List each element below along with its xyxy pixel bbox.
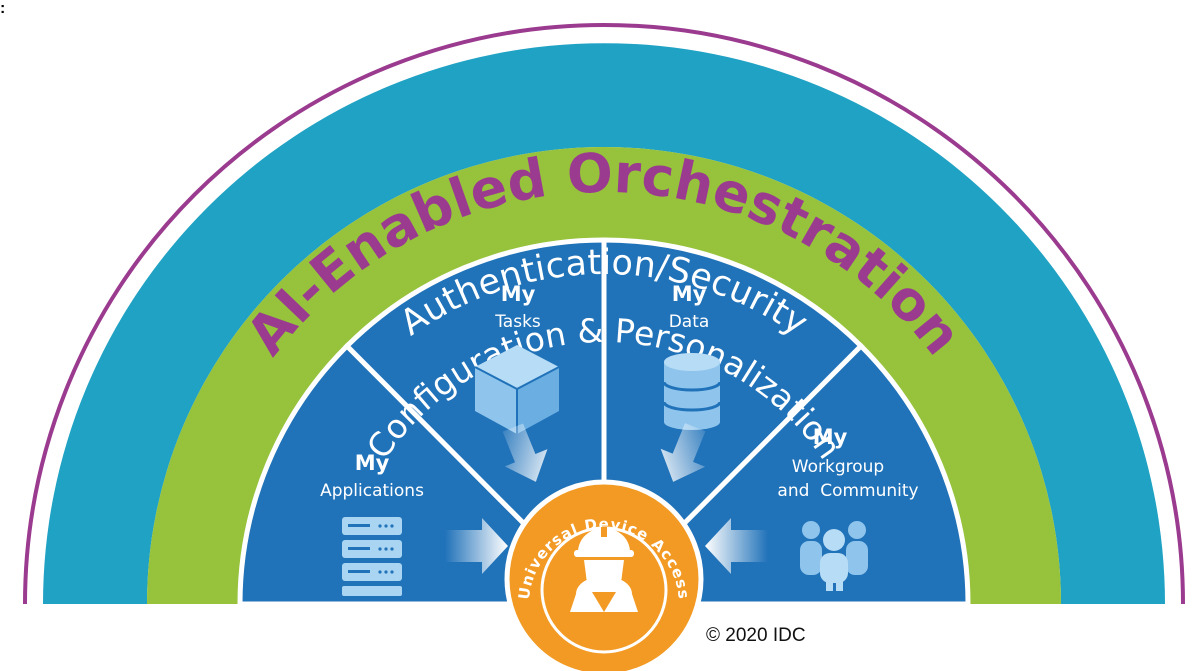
tasks-label: Tasks [494, 312, 541, 332]
server-rack-icon [342, 517, 402, 596]
applications-heading: My [355, 451, 390, 475]
cube-icon [474, 345, 560, 434]
arrow-data [660, 423, 706, 482]
authentication-ring [43, 43, 1165, 605]
arrow-workgroup [705, 518, 768, 574]
hard-hat-worker-icon [570, 527, 638, 612]
workgroup-heading: My [813, 425, 848, 449]
applications-label: Applications [320, 481, 424, 501]
orchestration-arc [23, 23, 1185, 605]
data-label: Data [669, 312, 710, 332]
workgroup-label-line2: and Community [777, 481, 918, 501]
copyright-notice: © 2020 IDC [706, 625, 806, 646]
data-heading: My [672, 282, 707, 306]
workgroup-label-line1: Workgroup [792, 457, 884, 477]
database-icon [662, 353, 722, 430]
tasks-heading: My [501, 282, 536, 306]
arrow-applications [445, 518, 508, 574]
corner-mark: : [0, 0, 6, 17]
configuration-ring [147, 147, 1061, 604]
arrow-tasks [502, 423, 548, 482]
people-group-icon [800, 521, 868, 591]
